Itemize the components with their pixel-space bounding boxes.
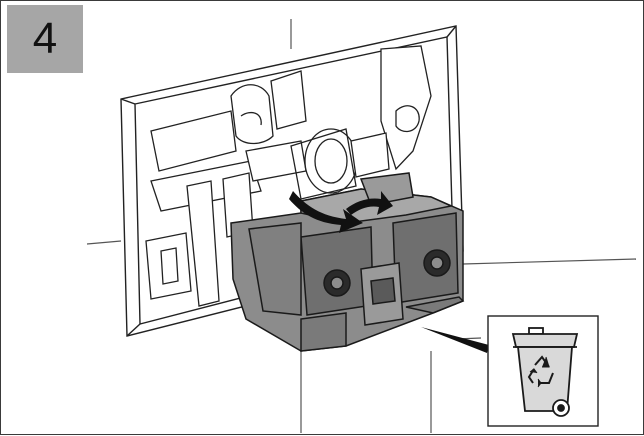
recycle-bin-icon: [511, 327, 579, 417]
cartridge-housing: [230, 172, 465, 352]
step-number: 4: [32, 14, 58, 63]
pointer-line: [421, 327, 489, 353]
step-badge: 4: [7, 5, 83, 73]
rotation-arrows: [289, 191, 393, 233]
flush-mechanism: [145, 45, 432, 307]
